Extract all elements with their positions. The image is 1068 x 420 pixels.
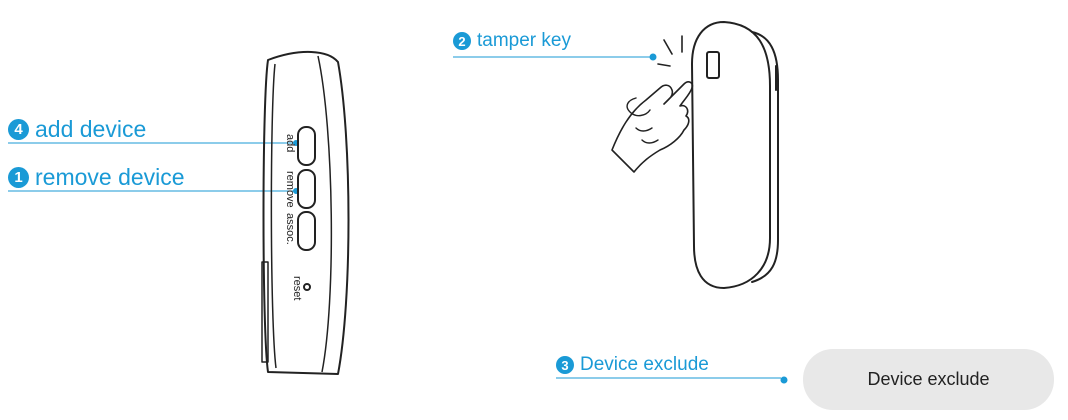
tamper-key[interactable] [706,51,720,79]
device-front-curve [317,55,333,373]
callout-label-tamper-key: tamper key [477,30,571,51]
callout-number-3: 3 [556,356,574,374]
leader-dot-tamper [649,53,657,61]
device-label-remove: remove [284,171,296,208]
hand-icon [611,81,694,173]
callout-tamper-key: 2 tamper key [453,30,571,52]
callout-label-remove-device: remove device [35,164,185,190]
remove-button[interactable] [297,169,316,209]
tamper-device-body [691,21,771,289]
press-indicator-icon [657,35,683,67]
callout-label-add-device: add device [35,116,147,142]
device-tamper-view [611,21,779,289]
assoc-button[interactable] [297,211,316,251]
callout-number-1: 1 [8,167,29,188]
callout-device-exclude: 3 Device exclude [556,354,709,376]
device-side-slot [261,261,269,363]
hand-finger-lines [626,97,659,144]
device-label-assoc: assoc. [284,213,296,245]
device-inner-edge [270,63,277,369]
callout-number-2: 2 [453,32,471,50]
device-label-reset: reset [291,276,303,300]
add-button[interactable] [297,126,316,166]
device-body-outline [262,50,350,375]
leader-dot-exclude [780,376,788,384]
leader-lines [8,53,788,384]
callout-number-4: 4 [8,119,29,140]
reset-hole[interactable] [303,283,311,291]
tamper-device-back [751,31,779,283]
callout-add-device: 4 add device [8,116,146,143]
device-exclude-button[interactable]: Device exclude [803,349,1054,410]
device-label-add: add [284,134,296,152]
callout-remove-device: 1 remove device [8,164,185,191]
device-side-view [261,50,350,375]
callout-label-device-exclude: Device exclude [580,354,709,375]
